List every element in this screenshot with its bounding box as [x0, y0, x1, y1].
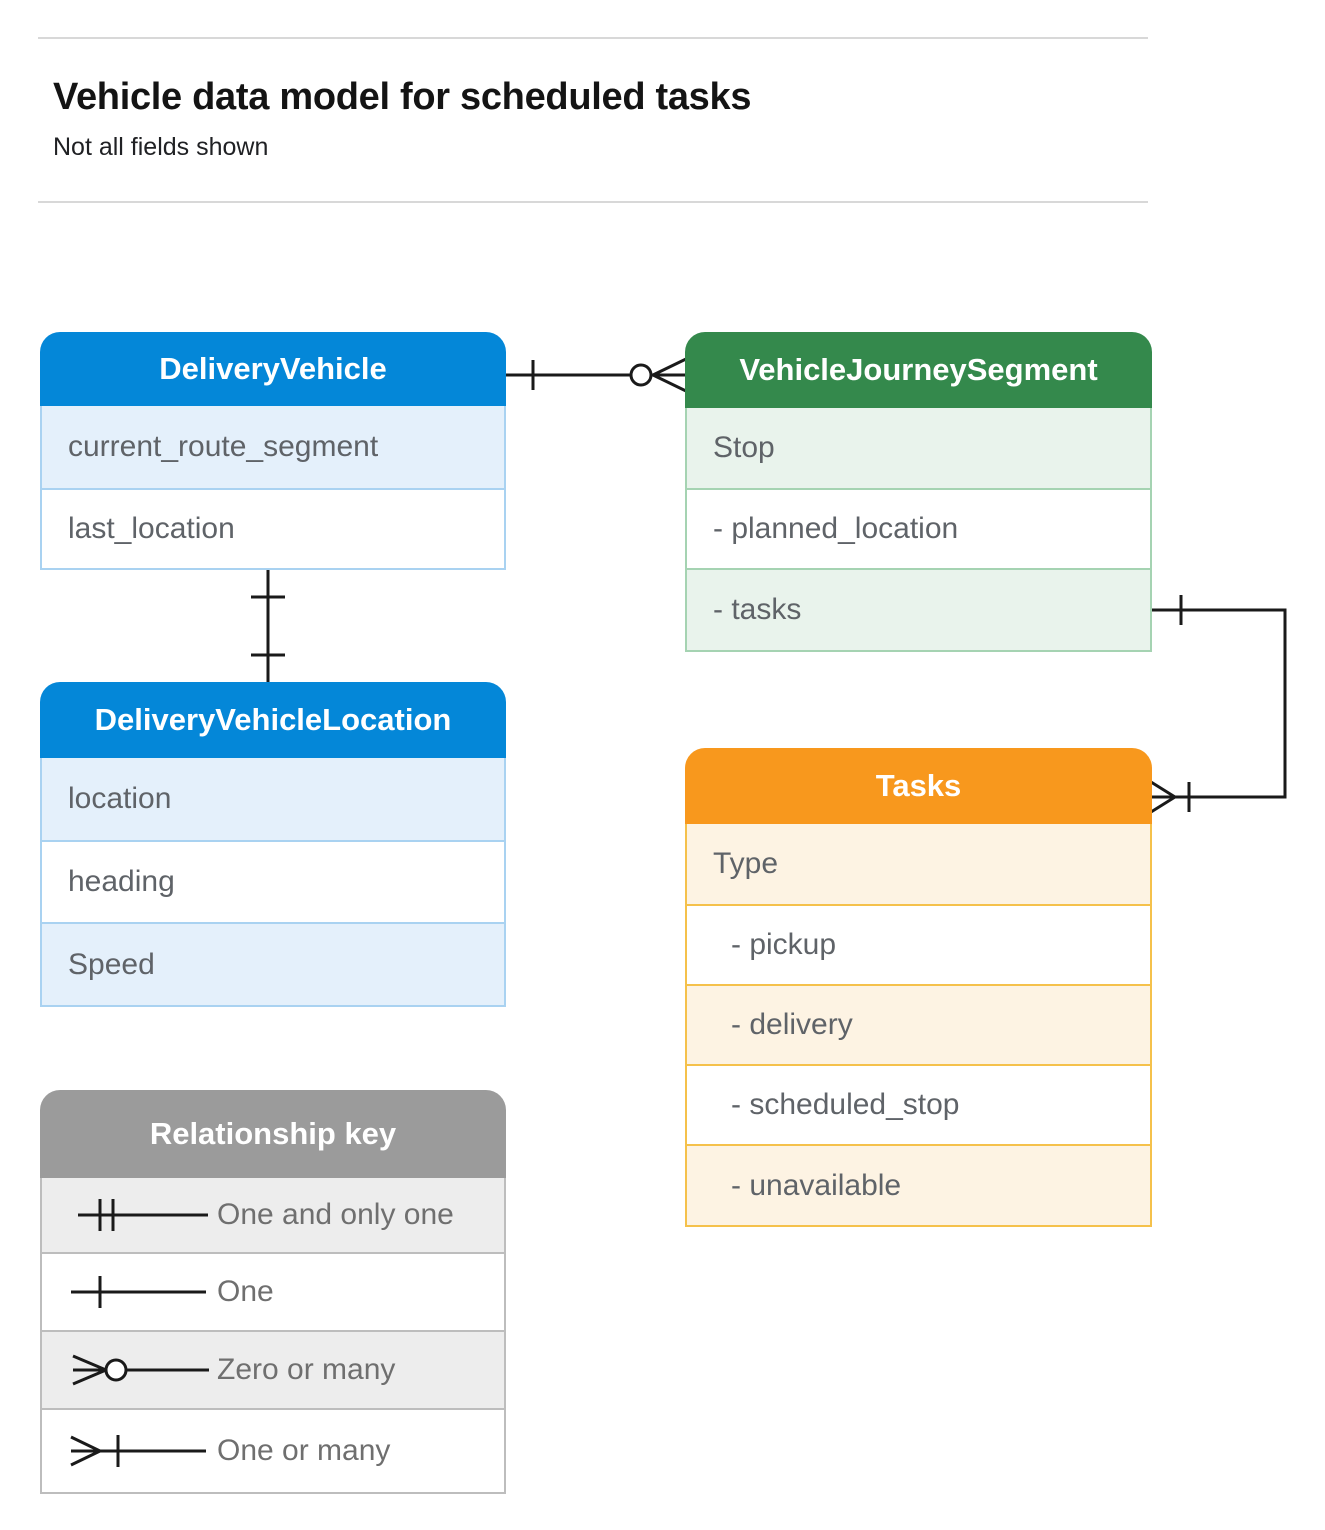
- one-and-only-one-icon: [78, 1199, 208, 1231]
- entity-tasks: Tasks Type - pickup - delivery - schedul…: [685, 748, 1152, 1227]
- field-row: - delivery: [687, 984, 1150, 1064]
- entity-body: Stop - planned_location - tasks: [685, 408, 1152, 652]
- field-row: - unavailable: [687, 1144, 1150, 1225]
- crows-foot-icon: [652, 357, 687, 393]
- one-or-many-icon: [70, 1435, 206, 1467]
- field-row: location: [42, 758, 504, 840]
- field-row: - planned_location: [687, 488, 1150, 568]
- top-divider: [38, 37, 1148, 39]
- entity-header: DeliveryVehicleLocation: [40, 682, 506, 758]
- field-row: Type: [687, 824, 1150, 904]
- field-row: Stop: [687, 408, 1150, 488]
- legend-item: Zero or many: [42, 1330, 504, 1408]
- entity-vehicle-journey-segment: VehicleJourneySegment Stop - planned_loc…: [685, 332, 1152, 652]
- legend-item: One and only one: [42, 1178, 504, 1252]
- legend-item: One or many: [42, 1408, 504, 1492]
- field-row: - pickup: [687, 904, 1150, 984]
- entity-delivery-vehicle: DeliveryVehicle current_route_segment la…: [40, 332, 506, 570]
- legend-label: One: [217, 1275, 274, 1308]
- relationship-key-header: Relationship key: [40, 1090, 506, 1178]
- entity-body: location heading Speed: [40, 758, 506, 1007]
- entity-body: Type - pickup - delivery - scheduled_sto…: [685, 824, 1152, 1227]
- entity-delivery-vehicle-location: DeliveryVehicleLocation location heading…: [40, 682, 506, 1007]
- crows-foot-icon: [1150, 780, 1176, 814]
- zero-circle-icon: [629, 363, 653, 387]
- legend-label: One and only one: [217, 1198, 454, 1231]
- header-divider: [38, 201, 1148, 203]
- legend-item: One: [42, 1252, 504, 1330]
- page-title: Vehicle data model for scheduled tasks: [53, 76, 752, 118]
- entity-header: Tasks: [685, 748, 1152, 824]
- entity-header: DeliveryVehicle: [40, 332, 506, 406]
- field-row: heading: [42, 840, 504, 922]
- relationship-key-body: One and only one One Zer: [40, 1178, 506, 1494]
- field-row: Speed: [42, 922, 504, 1005]
- entity-header: VehicleJourneySegment: [685, 332, 1152, 408]
- page-subtitle: Not all fields shown: [53, 133, 269, 161]
- connector-vehicle-to-journeysegment: [505, 357, 687, 393]
- relationship-key: Relationship key One and only one One: [40, 1090, 506, 1494]
- legend-label: Zero or many: [217, 1353, 396, 1386]
- connector-journeysegment-to-tasks: [1150, 595, 1287, 814]
- one-icon: [71, 1276, 206, 1308]
- zero-or-many-icon: [72, 1354, 209, 1386]
- entity-body: current_route_segment last_location: [40, 406, 506, 570]
- connector-vehicle-to-location: [251, 568, 285, 682]
- field-row: current_route_segment: [42, 406, 504, 488]
- field-row: - scheduled_stop: [687, 1064, 1150, 1144]
- field-row: last_location: [42, 488, 504, 568]
- legend-label: One or many: [217, 1434, 391, 1467]
- field-row: - tasks: [687, 568, 1150, 650]
